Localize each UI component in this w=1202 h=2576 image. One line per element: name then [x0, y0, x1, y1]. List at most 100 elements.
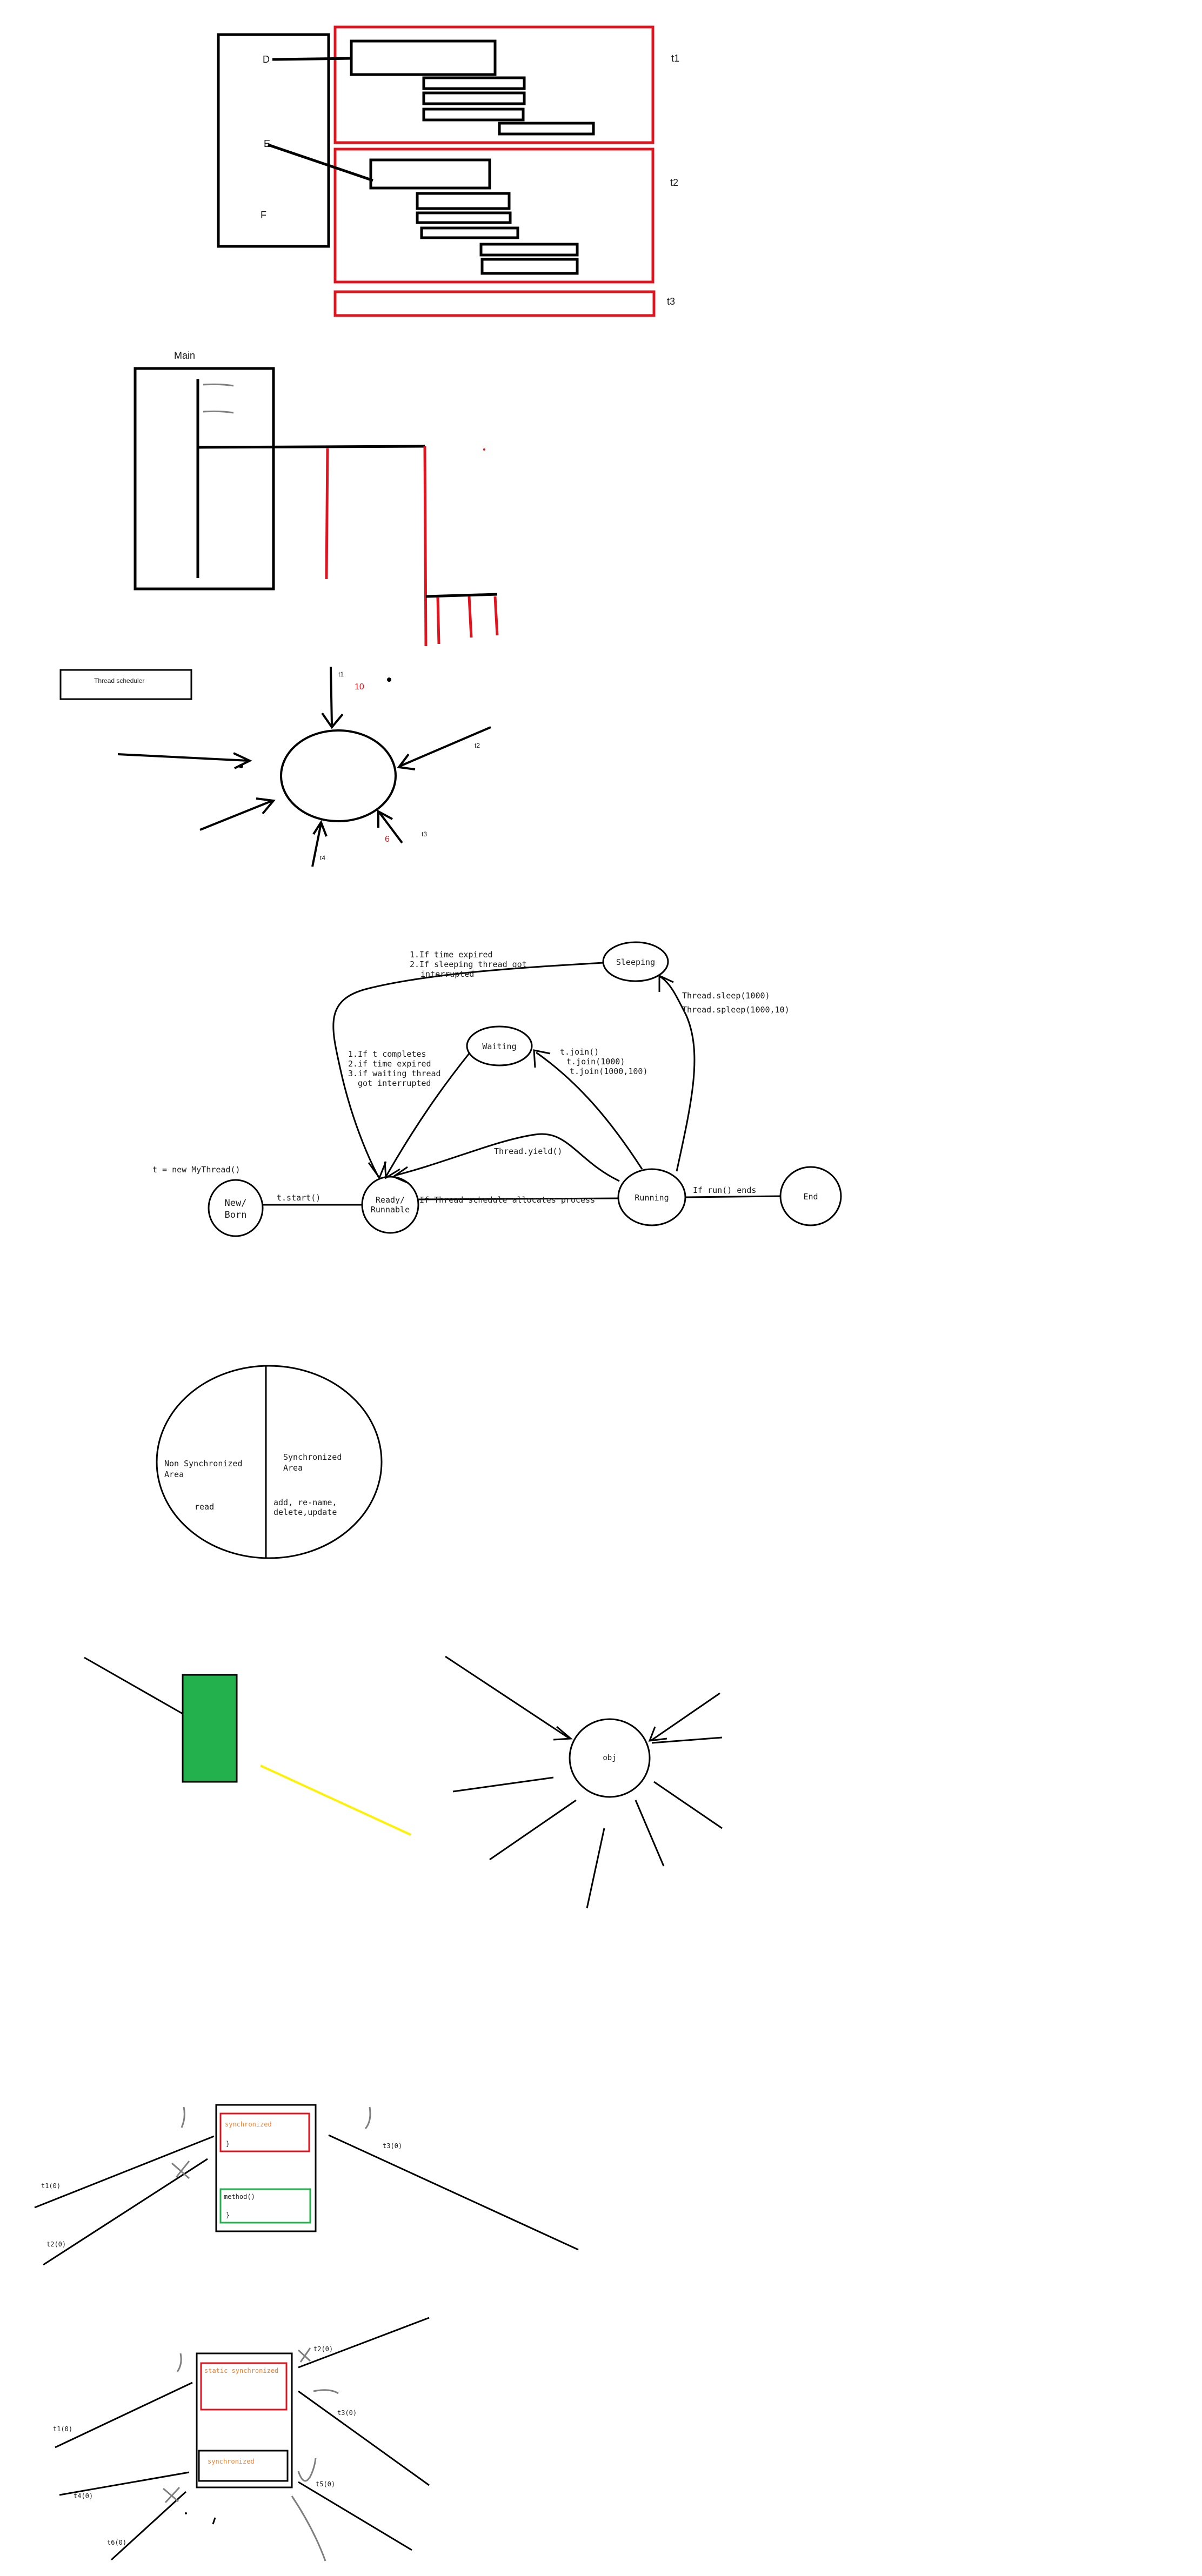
- label-waiting: Waiting: [482, 1042, 516, 1051]
- label-t1: t1: [338, 670, 344, 678]
- wait-note-4: got interrupted: [358, 1078, 431, 1088]
- state-sleeping: [602, 941, 669, 982]
- line-to-obj: [635, 1800, 665, 1867]
- label-running: Running: [635, 1193, 669, 1203]
- label-t4: t4(0): [74, 2492, 93, 2500]
- arrowhead: [391, 1166, 409, 1184]
- cross-mark: [297, 2347, 311, 2363]
- edge-join: [536, 1051, 643, 1170]
- sync-label: Synchronized: [283, 1452, 342, 1462]
- obj-circle: [569, 1718, 651, 1798]
- thread-scheduler-box: [59, 669, 192, 700]
- tick-mark: [212, 2517, 216, 2525]
- grandchild-line: [468, 596, 473, 638]
- sleep-note-3: interrupted: [420, 969, 474, 979]
- object-box: [215, 2104, 317, 2232]
- sketch-thread-scheduler: [59, 666, 491, 867]
- cross-mark: [163, 2486, 181, 2504]
- edge-sleeping-to-ready: [332, 962, 604, 1177]
- tick-mark: [181, 2107, 185, 2128]
- label-t2: t2(0): [313, 2345, 333, 2353]
- sync-method-box: [219, 2112, 310, 2152]
- label-t2: t2(0): [46, 2240, 66, 2248]
- tick-mark: [297, 2458, 317, 2482]
- label-new: New/: [225, 1198, 247, 1209]
- arrow-t3: [378, 811, 403, 844]
- label-t3: t3: [667, 296, 675, 307]
- label-d: D: [263, 54, 270, 65]
- scribble-mark: [291, 2496, 326, 2561]
- arrowhead: [533, 1049, 551, 1068]
- label-sleeping: Sleeping: [616, 957, 655, 967]
- t2-call-bar: [480, 258, 579, 275]
- line-t3: [328, 2134, 579, 2251]
- obj-sketch: [84, 1655, 723, 1909]
- label-t2: t2: [475, 742, 480, 749]
- connector-e-to-t2: [268, 143, 373, 182]
- green-block: [182, 1674, 238, 1783]
- label-run-ends: If run() ends: [693, 1185, 756, 1195]
- wait-note-2: 2.if time expired: [348, 1059, 431, 1069]
- t2-call-block: [369, 158, 491, 190]
- priority-6: 6: [385, 835, 390, 844]
- tick-mark: [176, 2353, 182, 2372]
- line-t1: [34, 2135, 215, 2209]
- label-t5: t5(0): [316, 2480, 335, 2488]
- t1-call-bar: [422, 76, 526, 90]
- stack-frame-t1: [333, 25, 655, 144]
- label-schedule: If Thread schedule allocates process: [419, 1195, 595, 1205]
- sketch-main-thread: [133, 367, 499, 647]
- non-sync-op: read: [195, 1502, 214, 1512]
- child-thread-line: [325, 448, 329, 580]
- static-sync-box: [200, 2362, 288, 2411]
- obj-label: obj: [603, 1754, 616, 1762]
- sleep-note-2: 2.If sleeping thread got: [410, 960, 527, 969]
- label-t6: t6(0): [107, 2539, 126, 2546]
- sub-spawn-line: [425, 593, 498, 598]
- label-ready: Ready/: [376, 1195, 405, 1205]
- label-start: t.start(): [277, 1193, 320, 1203]
- line-to-obj: [586, 1828, 605, 1909]
- arrowhead: [321, 712, 344, 729]
- arrow-t1: [330, 666, 333, 726]
- sync-method-label: synchronized: [225, 2121, 272, 2128]
- label-join2: t.join(1000): [566, 1057, 625, 1066]
- label-end: End: [803, 1192, 818, 1202]
- stack-frame-t3: [333, 290, 656, 317]
- label-t3: t3: [422, 830, 427, 838]
- line-t3: [298, 2390, 430, 2486]
- arrowhead: [648, 1726, 667, 1742]
- t2-call-bar: [479, 243, 579, 257]
- edge-yield: [394, 1133, 620, 1182]
- arrowhead: [312, 820, 328, 837]
- main-box: [133, 367, 275, 591]
- line-t2: [298, 2317, 430, 2369]
- arrow-lower-left: [199, 800, 273, 831]
- label-sleep2: Thread.spleep(1000,10): [682, 1005, 790, 1015]
- line-to-obj: [489, 1799, 577, 1861]
- sync-ops-2: delete,update: [273, 1507, 337, 1517]
- sync-inner-box: [198, 2450, 289, 2482]
- wait-note-3: 3.if waiting thread: [348, 1069, 441, 1078]
- connector-d-to-t1: [272, 57, 352, 61]
- thread-scheduler-label: Thread scheduler: [94, 677, 144, 685]
- t2-call-bar: [416, 211, 512, 224]
- label-yield: Thread.yield(): [494, 1146, 562, 1156]
- arrowhead: [256, 797, 276, 815]
- arrow-left: [117, 753, 249, 762]
- arrow-t4: [311, 823, 322, 867]
- arrow-to-obj: [445, 1655, 570, 1740]
- line-t5: [298, 2481, 412, 2551]
- state-new-born: [208, 1179, 264, 1237]
- lifecycle-diagram: [208, 941, 842, 1237]
- t1-call-bar: [422, 91, 526, 105]
- label-new-assign: t = new MyThread(): [152, 1165, 241, 1175]
- cross-mark: [171, 2161, 190, 2179]
- scribble-mark: [203, 383, 234, 387]
- sketch-thread-stacks: [217, 25, 656, 317]
- edge-run-ends: [685, 1195, 781, 1198]
- tick-mark: [364, 2107, 371, 2129]
- sleep-note-1: 1.If time expired: [410, 950, 493, 960]
- static-sync-label: static synchronized: [204, 2367, 278, 2374]
- non-sync-label: Non Synchronized: [164, 1459, 243, 1468]
